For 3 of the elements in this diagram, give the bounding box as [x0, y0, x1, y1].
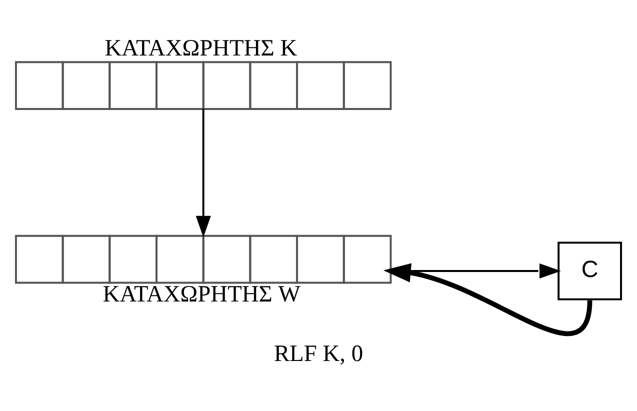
node-label: ΚΑΤΑΧΩΡΗΤΗΣ W — [102, 281, 300, 308]
caption: RLF K, 0 — [274, 340, 364, 367]
node-label: ΚΑΤΑΧΩΡΗΤΗΣ K — [104, 36, 298, 62]
